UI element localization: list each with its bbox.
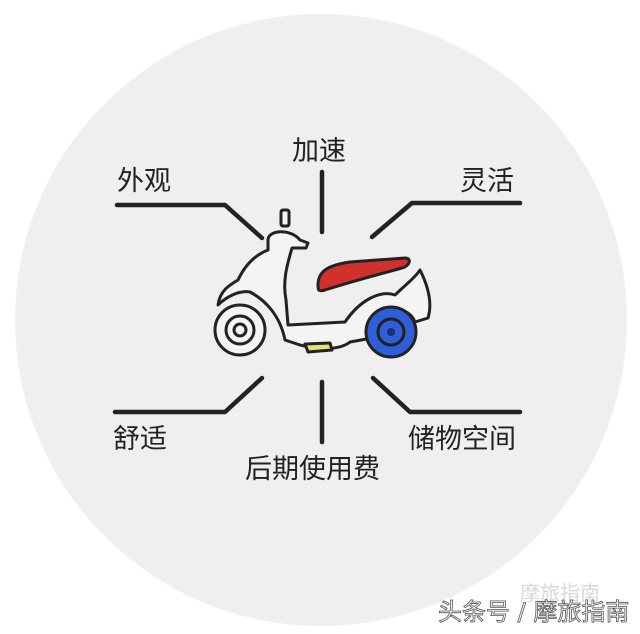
scooter-illustration xyxy=(213,208,432,359)
label-running-cost: 后期使用费 xyxy=(245,454,380,485)
label-agility: 灵活 xyxy=(460,166,514,197)
footboard-light xyxy=(303,341,334,354)
rear-wheel xyxy=(364,305,418,359)
background-circle xyxy=(15,14,627,626)
connector-storage xyxy=(370,375,523,415)
connector-appearance xyxy=(114,202,265,241)
label-comfort: 舒适 xyxy=(113,424,167,455)
watermark-caption: 头条号 / 摩旅指南 xyxy=(438,598,629,626)
watermark-logo-text: 摩旅指南 xyxy=(520,581,600,605)
seat xyxy=(316,256,411,293)
label-appearance: 外观 xyxy=(117,166,171,197)
connector-agility xyxy=(369,200,523,240)
label-acceleration: 加速 xyxy=(292,136,346,167)
mirror xyxy=(279,208,291,228)
connector-comfort xyxy=(112,375,265,415)
label-storage: 储物空间 xyxy=(408,424,516,455)
front-wheel xyxy=(213,303,267,357)
watermark: 摩旅指南 头条号 / 摩旅指南 xyxy=(438,581,630,626)
